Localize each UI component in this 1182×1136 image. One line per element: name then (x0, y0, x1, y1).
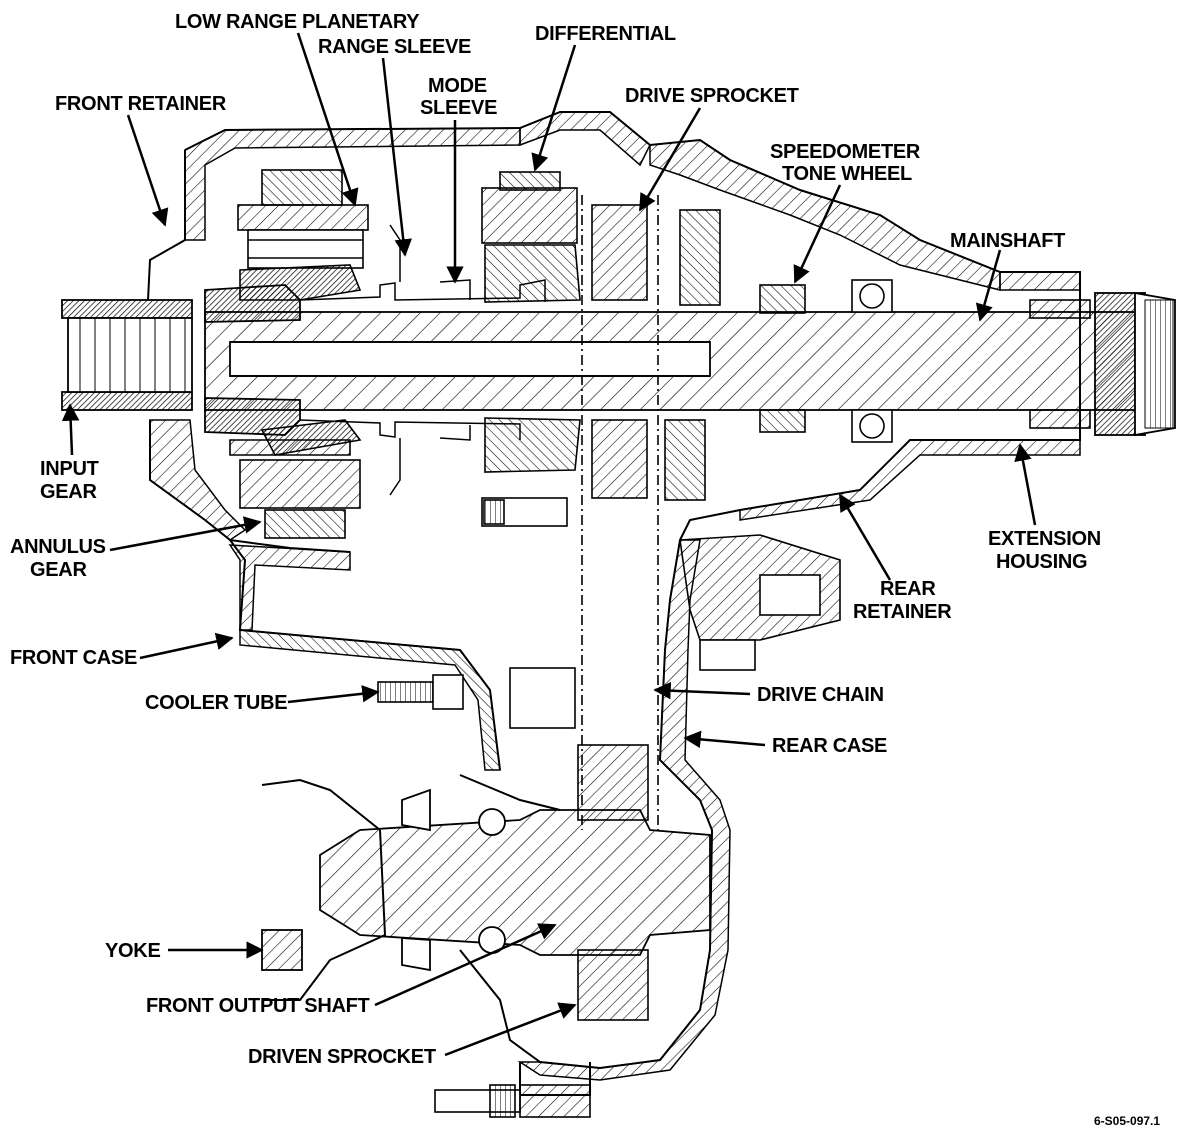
drive-sprocket-chain (577, 195, 659, 1021)
label-mainshaft: MAINSHAFT (950, 230, 1065, 252)
label-speedometer-line2: TONE WHEEL (782, 163, 912, 185)
label-extension-housing-line1: EXTENSION (988, 528, 1101, 550)
planetary-set (229, 169, 369, 539)
label-cooler-tube: COOLER TUBE (145, 692, 287, 714)
label-rear-retainer-line2: RETAINER (853, 601, 952, 623)
label-low-range-planetary: LOW RANGE PLANETARY (175, 11, 420, 33)
label-speedometer-line1: SPEEDOMETER (770, 141, 921, 163)
label-front-retainer: FRONT RETAINER (55, 93, 227, 115)
input-gear (61, 284, 301, 436)
label-rear-case: REAR CASE (772, 735, 887, 757)
label-driven-sprocket: DRIVEN SPROCKET (248, 1046, 436, 1068)
label-annulus-gear-line1: ANNULUS (10, 536, 106, 558)
label-extension-housing-line2: HOUSING (996, 551, 1087, 573)
label-front-output-shaft: FRONT OUTPUT SHAFT (146, 995, 370, 1017)
label-mode-sleeve-line2: SLEEVE (420, 97, 497, 119)
label-mode-sleeve-line1: MODE (428, 75, 487, 97)
label-annulus-gear-line2: GEAR (30, 559, 87, 581)
label-rear-retainer-line1: REAR (880, 578, 936, 600)
callout-labels: LOW RANGE PLANETARY RANGE SLEEVE DIFFERE… (10, 11, 1160, 1128)
front-output-shaft (261, 788, 711, 972)
rear-retainer-boss (679, 534, 841, 671)
label-front-case: FRONT CASE (10, 647, 137, 669)
speedometer-and-bearings (664, 209, 1091, 501)
label-input-gear-line2: GEAR (40, 481, 97, 503)
mainshaft-assembly (204, 291, 1176, 437)
differential (481, 171, 581, 527)
leader-lines (61, 32, 1037, 1057)
figure-id: 6-S05-097.1 (1094, 1114, 1160, 1128)
bottom-stud (434, 1084, 591, 1118)
label-yoke: YOKE (105, 940, 160, 962)
cooler-tube (377, 667, 576, 729)
label-drive-sprocket: DRIVE SPROCKET (625, 85, 799, 107)
label-differential: DIFFERENTIAL (535, 23, 676, 45)
label-range-sleeve: RANGE SLEEVE (318, 36, 471, 58)
label-drive-chain: DRIVE CHAIN (757, 684, 884, 706)
label-input-gear-line1: INPUT (40, 458, 99, 480)
